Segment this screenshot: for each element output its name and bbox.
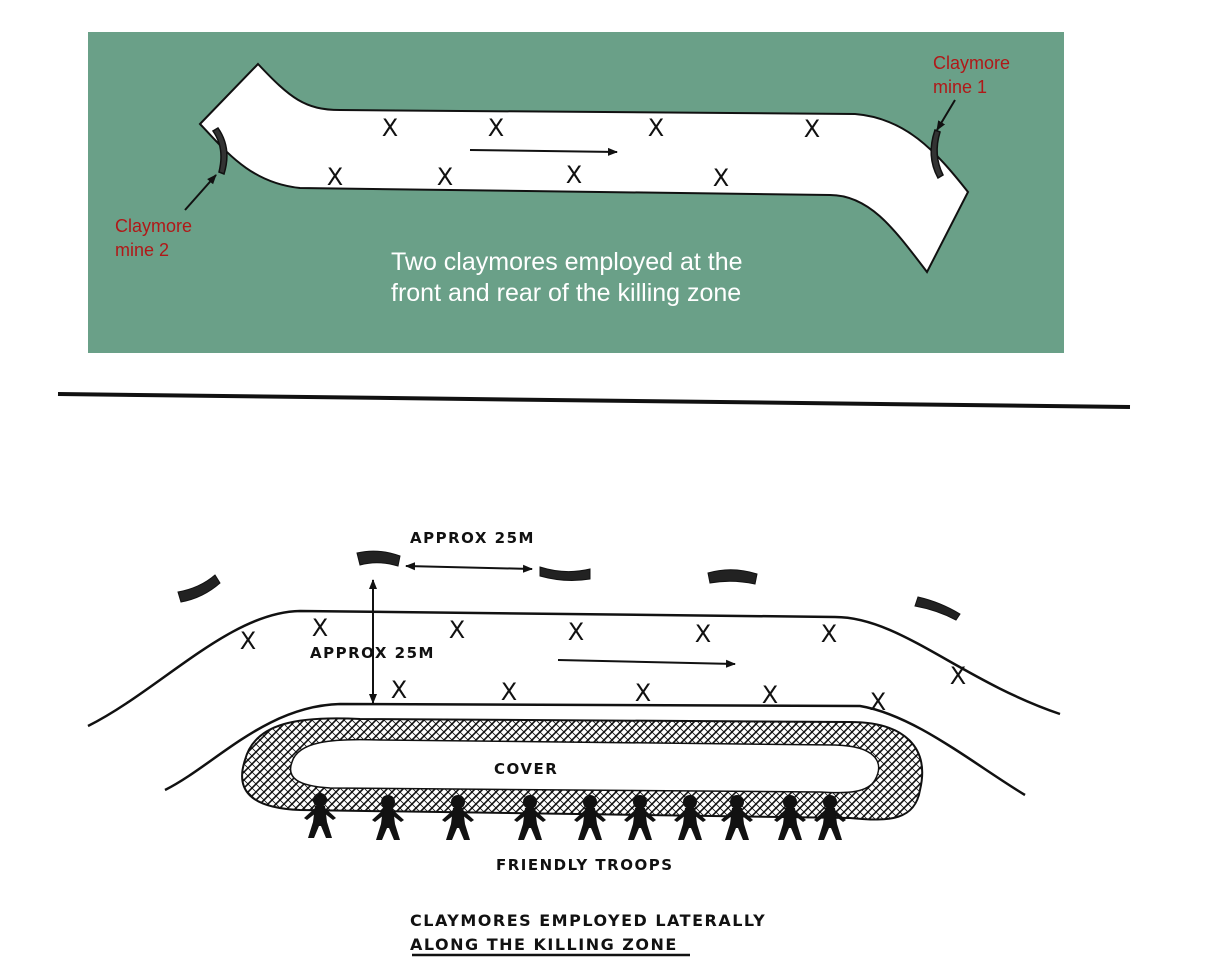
road-inner-edge xyxy=(164,702,1026,797)
claymore-mine-icon xyxy=(914,596,961,621)
claymore-mine-1-label-line1: Claymore xyxy=(933,53,1010,73)
claymore-mine-2-label-line1: Claymore xyxy=(115,216,192,236)
enemy-x-mark: X xyxy=(870,688,886,716)
enemy-x-mark: X xyxy=(449,616,465,644)
enemy-x-mark: X xyxy=(566,161,582,189)
troop-figure xyxy=(674,795,706,840)
friendly-troop-figures xyxy=(304,793,846,840)
claymore-mine-icon xyxy=(539,566,591,581)
claymore-mine-icon xyxy=(177,574,221,603)
approx-standoff-label: APPROX 25M xyxy=(310,644,435,662)
troop-figure xyxy=(774,795,806,840)
top-kill-zone-road xyxy=(198,62,970,274)
cover-clearing xyxy=(289,738,880,794)
enemy-x-mark: X xyxy=(382,114,398,142)
enemy-x-mark: X xyxy=(695,620,711,648)
troop-figure xyxy=(372,795,404,840)
enemy-x-mark: X xyxy=(635,679,651,707)
claymore-mine-icon xyxy=(356,550,401,567)
enemy-x-mark: X xyxy=(240,627,256,655)
movement-direction-arrow xyxy=(469,147,618,156)
enemy-x-mark: X xyxy=(437,163,453,191)
troop-figure xyxy=(514,795,546,840)
top-panel: X X X X X X X X Claymore mine 2 Claymore… xyxy=(88,32,1064,353)
claymore-mine-icon xyxy=(707,569,758,585)
enemy-x-mark: X xyxy=(327,163,343,191)
section-divider xyxy=(57,392,1131,409)
bottom-caption-line2: ALONG THE KILLING ZONE xyxy=(410,935,678,954)
enemy-x-mark: X xyxy=(804,115,820,143)
top-caption-line1: Two claymores employed at the xyxy=(391,248,743,276)
claymore-mine-1-icon xyxy=(930,129,944,180)
cover-label: COVER xyxy=(494,760,558,778)
claymore-mine-1-label-line2: mine 1 xyxy=(933,77,987,97)
enemy-x-mark: X xyxy=(391,676,407,704)
mine-spacing-arrow xyxy=(405,562,533,573)
troop-figure xyxy=(442,795,474,840)
claymore-mine-1-pointer-arrow xyxy=(936,99,956,131)
enemy-x-mark: X xyxy=(488,114,504,142)
enemy-x-mark: X xyxy=(568,618,584,646)
troop-figure xyxy=(574,795,606,840)
troop-figure xyxy=(814,795,846,840)
enemy-x-mark: X xyxy=(821,620,837,648)
claymore-mine-2-pointer-arrow xyxy=(184,174,217,211)
movement-direction-arrow xyxy=(557,659,736,668)
troop-figure xyxy=(304,793,336,838)
enemy-x-mark: X xyxy=(762,681,778,709)
enemy-x-mark: X xyxy=(312,614,328,642)
troop-figure xyxy=(624,795,656,840)
road-outer-edge xyxy=(87,609,1061,728)
enemy-x-mark: X xyxy=(648,114,664,142)
enemy-x-mark: X xyxy=(713,164,729,192)
claymore-mine-2-icon xyxy=(211,126,228,175)
bottom-panel: APPROX 25M APPROX 25M X X X X X X X X X … xyxy=(87,529,1061,957)
friendly-troops-label: FRIENDLY TROOPS xyxy=(496,856,674,874)
enemy-x-mark: X xyxy=(501,678,517,706)
enemy-x-mark: X xyxy=(950,662,966,690)
troop-figure xyxy=(721,795,753,840)
claymore-mine-2-label-line2: mine 2 xyxy=(115,240,169,260)
bottom-caption-line1: CLAYMORES EMPLOYED LATERALLY xyxy=(410,911,766,930)
approx-spacing-label: APPROX 25M xyxy=(410,529,535,547)
top-caption-line2: front and rear of the killing zone xyxy=(391,279,741,307)
